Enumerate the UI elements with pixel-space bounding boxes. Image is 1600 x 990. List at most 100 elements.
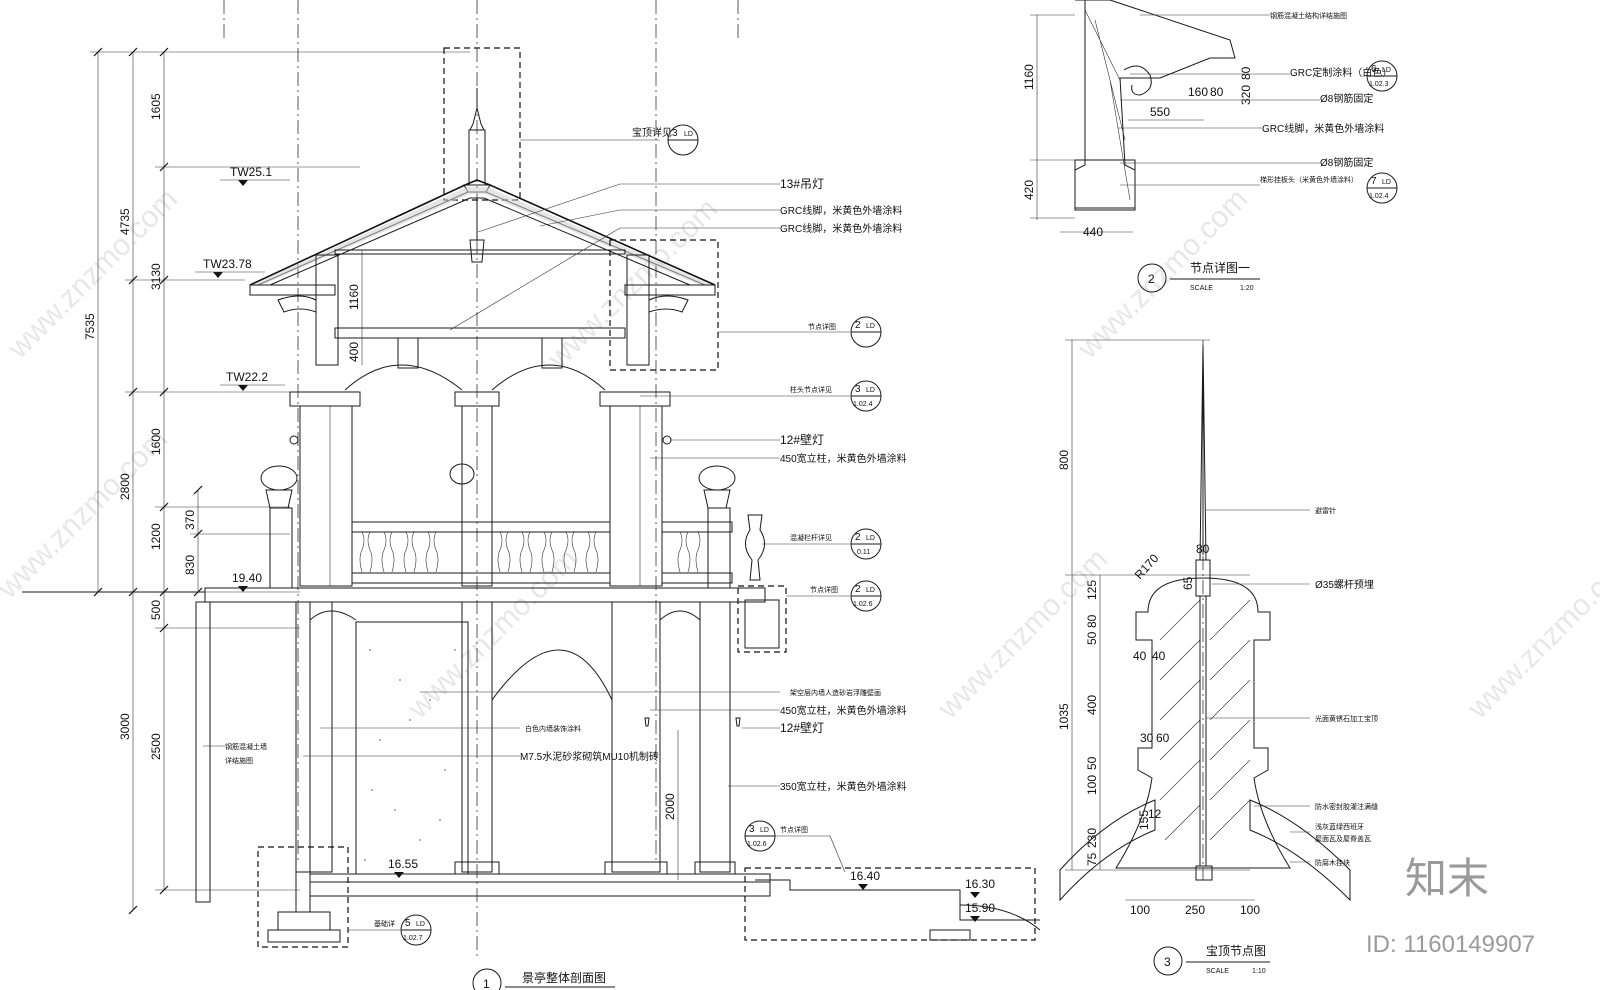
d3-dim-1035: 1035 <box>1057 703 1071 730</box>
dim-830: 830 <box>183 555 197 575</box>
d3-scale-label: SCALE <box>1206 968 1229 975</box>
svg-text:1.02.6: 1.02.6 <box>853 601 873 608</box>
d3-dim-80: 80 <box>1085 614 1099 628</box>
d3-dim-40a: 40 <box>1133 649 1147 663</box>
d2-dim-160: 160 <box>1188 85 1208 99</box>
callout-col350: 350宽立柱，米黄色外墙涂料 <box>780 780 907 793</box>
dim-2000: 2000 <box>663 793 677 820</box>
pavilion-section <box>22 47 1041 948</box>
d2-note-1: 钢筋混凝土结构详结施图 <box>1270 11 1347 20</box>
callout-lamp12b: 12#壁灯 <box>780 720 824 735</box>
svg-text:3: 3 <box>672 128 678 139</box>
callout-grc1: GRC线脚，米黄色外墙涂料 <box>780 204 902 217</box>
svg-text:LD: LD <box>866 535 875 542</box>
d2-symbol-a: 6 LD 1.02.3 <box>1366 60 1398 92</box>
d2-dim-440: 440 <box>1083 225 1103 239</box>
svg-text:2: 2 <box>855 532 861 543</box>
detail-symbol-capital: 3 LD 1.02.4 <box>850 380 882 412</box>
d3-note-3: 光面黄锈石加工宝顶 <box>1315 714 1378 723</box>
d2-note-3: Ø8钢筋固定 <box>1320 92 1373 105</box>
section-title: 景亭整体剖面图 <box>522 970 606 985</box>
svg-text:LD: LD <box>416 921 425 928</box>
d3-base-100a: 100 <box>1130 903 1150 917</box>
dim-1600: 1600 <box>149 428 163 455</box>
svg-text:3: 3 <box>855 384 861 395</box>
detail-symbol-node: 2 LD <box>850 316 882 348</box>
d3-note-4: 防水密封胶灌注满缝 <box>1315 802 1378 811</box>
d2-dim-420: 420 <box>1022 180 1036 200</box>
callout-node-detail: 节点详图 <box>808 322 836 331</box>
section-title-block: 1 景亭整体剖面图 <box>472 968 615 990</box>
svg-text:1.02.6: 1.02.6 <box>747 841 767 848</box>
d3-dim-100: 100 <box>1085 775 1099 795</box>
callout-baluster: 混凝栏杆详见 <box>790 533 832 542</box>
d3-note-6: 防腐木挂块 <box>1315 858 1350 867</box>
svg-text:7: 7 <box>1371 176 1377 187</box>
detail-3: 800 1035 125 50 80 400 100 50 230 75 80 … <box>1057 339 1378 976</box>
level-ground: 16.55 <box>388 857 418 871</box>
d2-dim-550: 550 <box>1150 105 1170 119</box>
callout-finial: 宝顶详见 <box>632 126 672 139</box>
node-detail-box <box>609 239 719 371</box>
dim-3130: 3130 <box>149 263 163 290</box>
foundation-detail-box <box>257 846 349 948</box>
level-pond-top: 16.30 <box>965 877 995 891</box>
detail-symbol-pond-node: 3 LD 1.02.6 <box>744 820 776 852</box>
d2-scale-label: SCALE <box>1190 285 1213 292</box>
d2-note-5: Ø8钢筋固定 <box>1320 156 1373 169</box>
d3-note-5b: 屋面瓦及屋脊盖瓦 <box>1315 834 1371 843</box>
svg-text:1.02.4: 1.02.4 <box>853 401 873 408</box>
d3-dim-65: 65 <box>1181 576 1195 590</box>
d3-dim-50: 50 <box>1085 631 1099 645</box>
pond-node-box <box>744 867 1036 941</box>
callout-rc-wall2: 详结施图 <box>225 756 253 765</box>
level-markers: TW25.1 TW23.78 TW22.2 19.40 16.55 16.40 … <box>195 165 995 922</box>
d2-dim-1160: 1160 <box>1022 64 1036 90</box>
d3-scale: 1:10 <box>1252 968 1266 975</box>
d3-note-1: 避雷针 <box>1315 506 1336 515</box>
detail-2: 1160 420 440 550 160 80 80 320 钢筋混凝土结构详结… <box>1022 0 1398 293</box>
dim-2500: 2500 <box>149 733 163 760</box>
d3-hatch <box>1159 599 1251 841</box>
d3-dim-50b: 50 <box>1085 756 1099 770</box>
svg-text:1.02.4: 1.02.4 <box>1369 193 1389 200</box>
svg-text:3: 3 <box>749 824 755 835</box>
watermark: www.znzmo.com <box>1461 542 1600 725</box>
d2-dim-320: 320 <box>1239 85 1253 105</box>
d3-dim-40b: 40 <box>1152 649 1166 663</box>
d2-dim-80b: 80 <box>1239 66 1253 80</box>
d2-note-6: 梯形挂板头（米黄色外墙涂料） <box>1260 175 1358 184</box>
detail-symbol-floor-node: 2 LD 1.02.6 <box>850 580 882 612</box>
svg-text:5: 5 <box>405 918 411 929</box>
callout-brick: M7.5水泥砂浆砌筑MU10机制砖 <box>520 750 659 763</box>
d3-dim-125: 125 <box>1085 580 1099 600</box>
detail-symbol-baluster: 2 LD 0.11 <box>850 528 882 560</box>
callout-capital: 柱头节点详见 <box>790 385 832 394</box>
svg-text:LD: LD <box>866 323 875 330</box>
level-tw22: TW22.2 <box>226 370 268 384</box>
dim-400: 400 <box>347 342 361 362</box>
dim-3000: 3000 <box>118 713 132 740</box>
floor-node-box <box>737 585 787 653</box>
svg-text:1.02.3: 1.02.3 <box>1369 81 1389 88</box>
d3-dim-75: 75 <box>1085 852 1099 866</box>
d2-symbol-b: 7 LD 1.02.4 <box>1366 172 1398 204</box>
level-floor: 19.40 <box>232 571 262 585</box>
callout-node-detail3: 节点详图 <box>780 825 808 834</box>
d3-dim-230: 230 <box>1085 828 1099 848</box>
level-tw25: TW25.1 <box>230 165 272 179</box>
svg-text:LD: LD <box>866 587 875 594</box>
d3-note-5: 浅灰蓝绿西班牙 <box>1315 822 1364 831</box>
callout-lamp13: 13#吊灯 <box>780 177 824 191</box>
d3-title: 宝顶节点图 <box>1206 944 1266 958</box>
d2-title: 节点详图一 <box>1190 260 1250 275</box>
detail-symbol-foundation: 5 LD 1.02.7 <box>400 914 432 946</box>
d2-note-4: GRC线脚，米黄色外墙涂料 <box>1262 122 1384 135</box>
dim-4735: 4735 <box>118 208 132 235</box>
callout-lamp12a: 12#壁灯 <box>780 432 824 447</box>
dim-370: 370 <box>183 510 197 530</box>
callouts: 宝顶详见 13#吊灯 GRC线脚，米黄色外墙涂料 GRC线脚，米黄色外墙涂料 节… <box>203 126 907 931</box>
svg-text:6: 6 <box>1371 64 1377 75</box>
